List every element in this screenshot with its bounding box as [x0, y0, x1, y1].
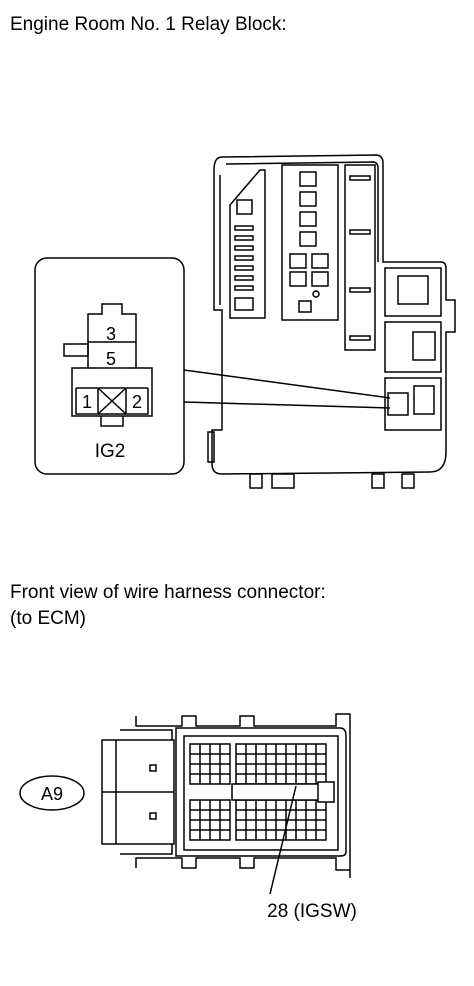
- right-fuse-slots: [349, 175, 371, 341]
- relay-block-heading: Engine Room No. 1 Relay Block:: [10, 14, 287, 35]
- pin-2-label: 2: [132, 392, 142, 412]
- relay-block-body: [207, 154, 456, 489]
- ig2-inset-box: [34, 257, 185, 475]
- connector-heading-line1: Front view of wire harness connector:: [10, 582, 326, 603]
- relay-name-label: IG2: [95, 441, 126, 462]
- fuse-slots: [234, 199, 254, 311]
- pin-3-label: 3: [106, 324, 116, 344]
- connector-heading-line2: (to ECM): [10, 608, 86, 629]
- leader-line-bottom: [183, 401, 391, 409]
- pin-1-label: 1: [82, 392, 92, 412]
- ecm-connector: [101, 713, 351, 878]
- fuse-cells: [289, 171, 329, 313]
- pin-28-callout: 28 (IGSW): [267, 901, 357, 922]
- pin-28-leader: [269, 785, 297, 895]
- leader-line-top: [183, 369, 391, 399]
- connector-code-badge: [19, 775, 85, 811]
- connector-code-label: A9: [41, 784, 63, 804]
- pin-5-label: 5: [106, 349, 116, 369]
- ig2-relay-location: [387, 392, 409, 416]
